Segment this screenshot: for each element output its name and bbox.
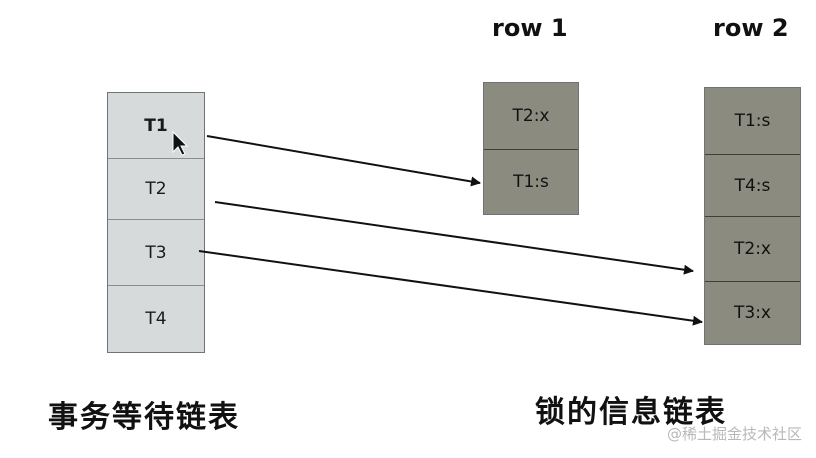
lock-label: T1:s — [734, 111, 771, 131]
watermark: @稀土掘金技术社区 — [666, 425, 802, 443]
arrow-t1-to-row1 — [206, 135, 481, 187]
lock-label: T4:s — [734, 175, 771, 196]
arrow-t2-to-row2 — [214, 201, 694, 275]
txn-cell: T3 — [108, 220, 204, 286]
transaction-wait-list: T1 T2 T3 T4 — [107, 92, 205, 353]
lock-label: T2:x — [734, 239, 771, 259]
lock-label: T3:x — [734, 303, 771, 323]
lock-cell: T1:s — [705, 88, 800, 155]
transaction-wait-list-caption: 事务等待链表 — [48, 400, 240, 435]
lock-cell: T3:x — [705, 282, 800, 344]
lock-cell: T1:s — [484, 150, 578, 214]
txn-label: T3 — [145, 242, 167, 263]
txn-cell: T1 — [108, 93, 204, 159]
row2-lock-list: T1:s T4:s T2:x T3:x — [704, 87, 801, 345]
lock-label: T1:s — [513, 172, 549, 192]
lock-label: T2:x — [512, 106, 550, 126]
txn-label: T1 — [144, 115, 168, 136]
row2-header: row 2 — [713, 14, 789, 42]
arrow-t3-to-row2 — [198, 250, 703, 326]
lock-cell: T2:x — [705, 217, 800, 282]
txn-cell: T2 — [108, 159, 204, 220]
lock-cell: T2:x — [484, 83, 578, 150]
txn-cell: T4 — [108, 286, 204, 352]
cursor-icon — [172, 130, 189, 156]
lock-info-list-caption: 锁的信息链表 — [535, 395, 727, 430]
row1-header: row 1 — [492, 14, 568, 42]
txn-label: T4 — [145, 309, 167, 329]
txn-label: T2 — [145, 179, 167, 199]
lock-cell: T4:s — [705, 155, 800, 217]
row1-lock-list: T2:x T1:s — [483, 82, 579, 215]
